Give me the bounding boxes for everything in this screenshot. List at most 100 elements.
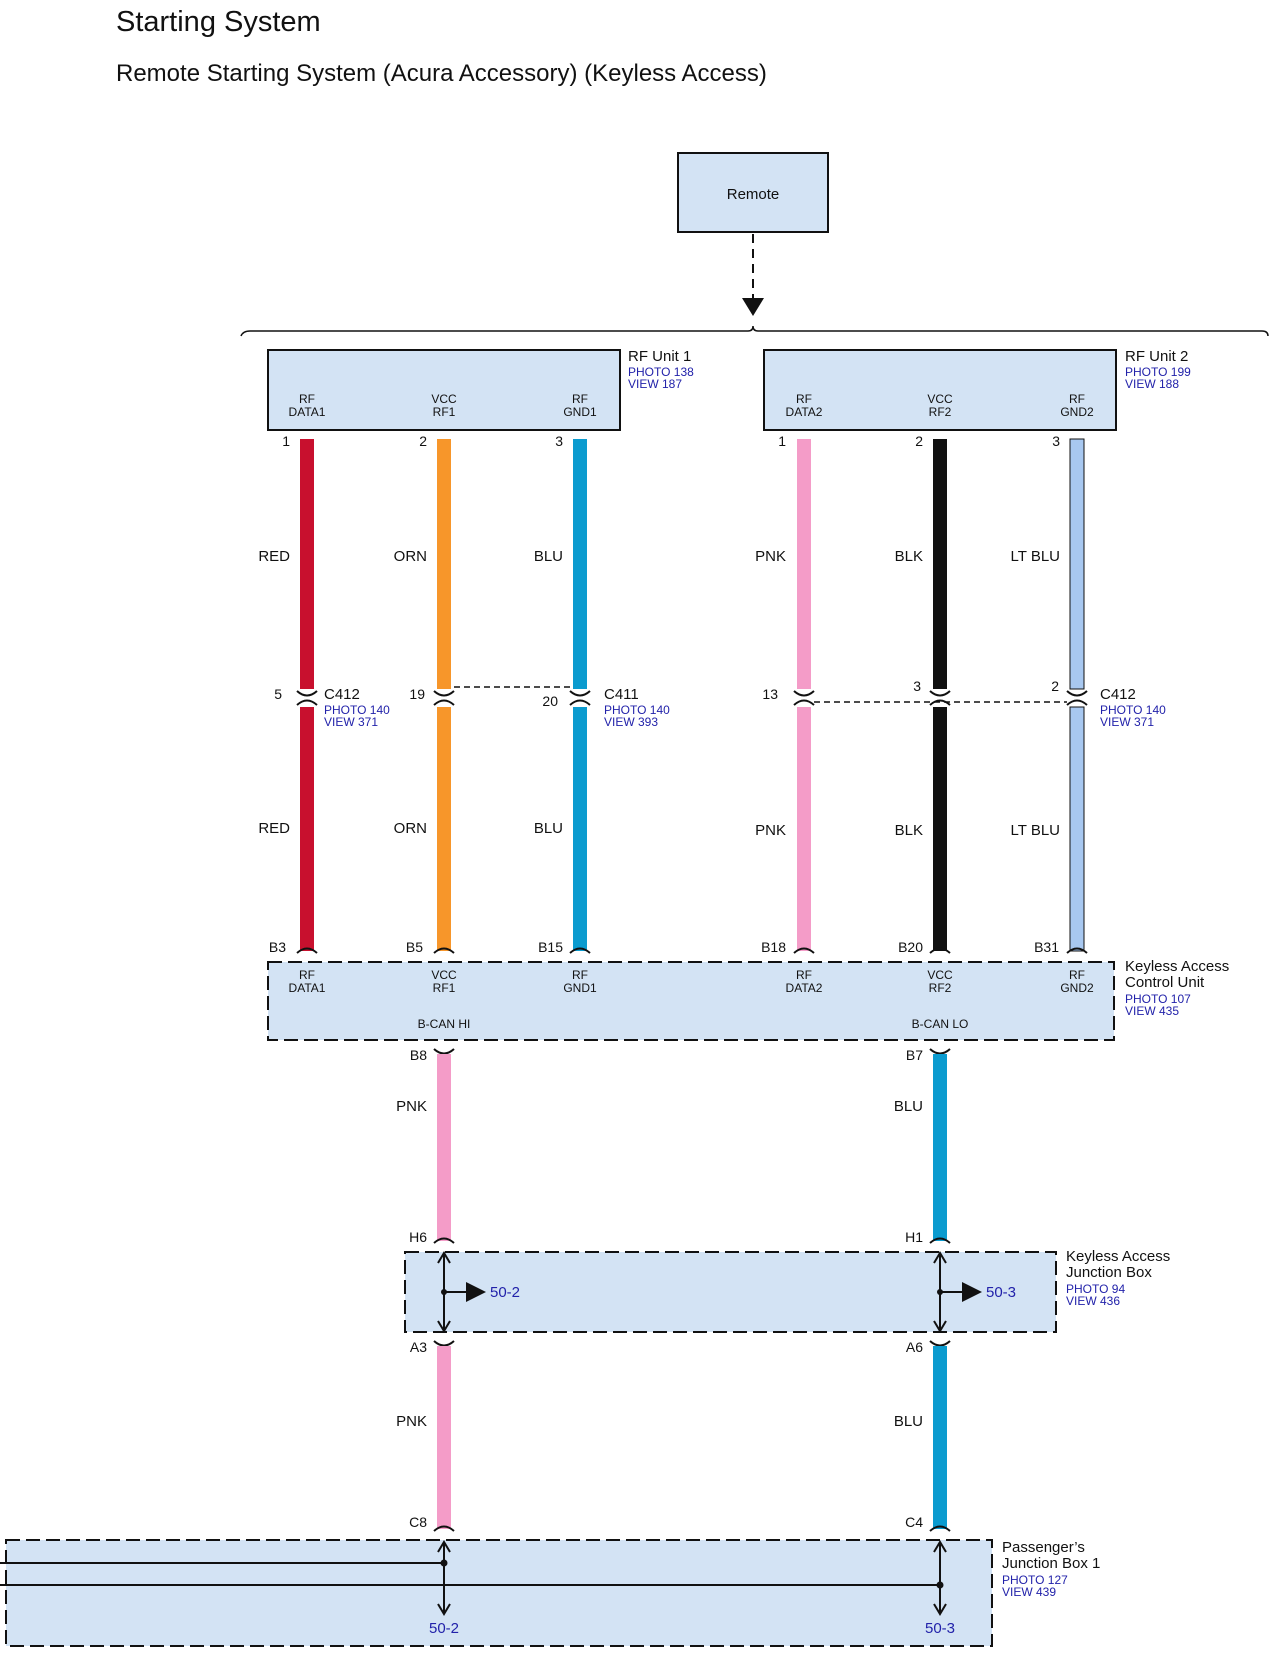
pin-number: B31 [1034, 939, 1059, 955]
wire-b-can-hi-2 [437, 1346, 451, 1529]
wire-color-label: LT BLU [1011, 548, 1060, 565]
pin-number: 3 [1052, 433, 1060, 449]
rf-unit-2-box [763, 349, 1117, 431]
arrow-up-icon [933, 1251, 947, 1264]
remote-label: Remote [727, 186, 780, 203]
passenger-box-name-2: Junction Box 1 [1002, 1555, 1100, 1572]
control-unit-photo-link[interactable]: PHOTO 107 [1125, 992, 1191, 1006]
wire-color-label: BLU [534, 548, 563, 565]
c411-photo-link[interactable]: PHOTO 140 [604, 703, 670, 717]
passenger-box-view-link[interactable]: VIEW 439 [1002, 1585, 1056, 1599]
wire-color-label: ORN [394, 820, 427, 837]
ref-50-2-link[interactable]: 50-2 [490, 1284, 520, 1301]
control-unit-view-link[interactable]: VIEW 435 [1125, 1004, 1179, 1018]
can-pin-marks-top [433, 1048, 951, 1055]
pin-label: RF [572, 392, 588, 406]
pin-label: RF2 [929, 981, 952, 995]
rf-unit-1-box [267, 349, 621, 431]
passenger-ref-50-2-link[interactable]: 50-2 [429, 1620, 459, 1637]
wire-rf-gnd2-upper [1069, 438, 1085, 690]
c411-view-link[interactable]: VIEW 393 [604, 715, 658, 729]
junction-box-photo-link[interactable]: PHOTO 94 [1066, 1282, 1125, 1296]
pin-label: RF [796, 392, 812, 406]
pin-number: B18 [761, 939, 786, 955]
c412-right-view-link[interactable]: VIEW 371 [1100, 715, 1154, 729]
junction-box-view-link[interactable]: VIEW 436 [1066, 1294, 1120, 1308]
pin-c8: C8 [409, 1514, 427, 1530]
pin-number: 2 [915, 433, 923, 449]
junction-box-name-1: Keyless Access [1066, 1248, 1170, 1265]
pin-b7: B7 [906, 1047, 923, 1063]
pin-h1: H1 [905, 1229, 923, 1245]
c412-right-photo-link[interactable]: PHOTO 140 [1100, 703, 1166, 717]
wire-rf-data2-lower [797, 707, 811, 951]
remote-arrow-icon [742, 298, 764, 316]
wire-rf-gnd1-upper [573, 439, 587, 689]
rf-unit-2-view-link[interactable]: VIEW 188 [1125, 377, 1179, 391]
pin-label: DATA2 [786, 405, 823, 419]
c412-left-name: C412 [324, 686, 360, 703]
can-hi-label: B-CAN HI [418, 1017, 471, 1031]
splice-dot [441, 1289, 447, 1295]
junction-pin-marks-bottom [433, 1340, 951, 1347]
pin-label: GND2 [1060, 981, 1094, 995]
arrow-up-icon [933, 1540, 947, 1553]
wire-rf-data1-lower [300, 707, 314, 951]
splice-dot [937, 1289, 943, 1295]
passenger-box-name-1: Passenger’s [1002, 1539, 1085, 1556]
control-unit-name-2: Control Unit [1125, 974, 1205, 991]
arrow-down-icon [437, 1320, 451, 1333]
wire-b-can-hi-1 [437, 1054, 451, 1241]
pin-number: 19 [409, 686, 425, 702]
pin-label: GND1 [563, 405, 597, 419]
rf-units-bracket [240, 325, 1269, 337]
pin-label: RF1 [433, 981, 456, 995]
pin-label: RF1 [433, 405, 456, 419]
pin-label: RF [572, 968, 588, 982]
pin-label: RF [299, 392, 315, 406]
splice-dot [440, 1559, 448, 1567]
rf-unit-1-view-link[interactable]: VIEW 187 [628, 377, 682, 391]
pin-label: RF [796, 968, 812, 982]
pin-label: GND1 [563, 981, 597, 995]
wire-color-label: BLU [894, 1413, 923, 1430]
pin-label: VCC [927, 392, 953, 406]
pin-label: DATA1 [289, 981, 326, 995]
remote-box [677, 152, 829, 233]
wire-color-label: BLU [894, 1098, 923, 1115]
ref-50-3-link[interactable]: 50-3 [986, 1284, 1016, 1301]
pin-number: 3 [913, 678, 921, 694]
wire-vcc-rf2-lower [933, 707, 947, 951]
arrow-down-icon [933, 1603, 947, 1616]
passenger-pin-marks [433, 1525, 951, 1532]
control-unit-box [267, 961, 1115, 1041]
splice-dot [936, 1581, 944, 1589]
junction-pin-marks-top [433, 1237, 951, 1244]
pin-a6: A6 [906, 1339, 923, 1355]
pin-label: GND2 [1060, 405, 1094, 419]
pin-number: 2 [1051, 678, 1059, 694]
rf-unit-1-photo-link[interactable]: PHOTO 138 [628, 365, 694, 379]
pin-number: 5 [274, 686, 282, 702]
passenger-box-photo-link[interactable]: PHOTO 127 [1002, 1573, 1068, 1587]
pin-label: RF [1069, 392, 1085, 406]
pin-label: RF [299, 968, 315, 982]
wire-color-label: BLU [534, 820, 563, 837]
c412-left-view-link[interactable]: VIEW 371 [324, 715, 378, 729]
wire-vcc-rf1-lower [437, 707, 451, 951]
rf-unit-2-photo-link[interactable]: PHOTO 199 [1125, 365, 1191, 379]
wire-color-label: PNK [755, 822, 786, 839]
control-unit-name-1: Keyless Access [1125, 958, 1229, 975]
pin-number: 20 [542, 693, 558, 709]
passenger-ref-50-3-link[interactable]: 50-3 [925, 1620, 955, 1637]
pin-label: DATA2 [786, 981, 823, 995]
arrow-up-icon [437, 1251, 451, 1264]
rf-unit-1-name: RF Unit 1 [628, 348, 691, 365]
pin-number: 1 [282, 433, 290, 449]
passenger-junction-box [5, 1539, 993, 1647]
wire-color-label: PNK [396, 1098, 427, 1115]
junction-box-name-2: Junction Box [1066, 1264, 1152, 1281]
wire-color-label: BLK [895, 822, 923, 839]
c412-left-photo-link[interactable]: PHOTO 140 [324, 703, 390, 717]
